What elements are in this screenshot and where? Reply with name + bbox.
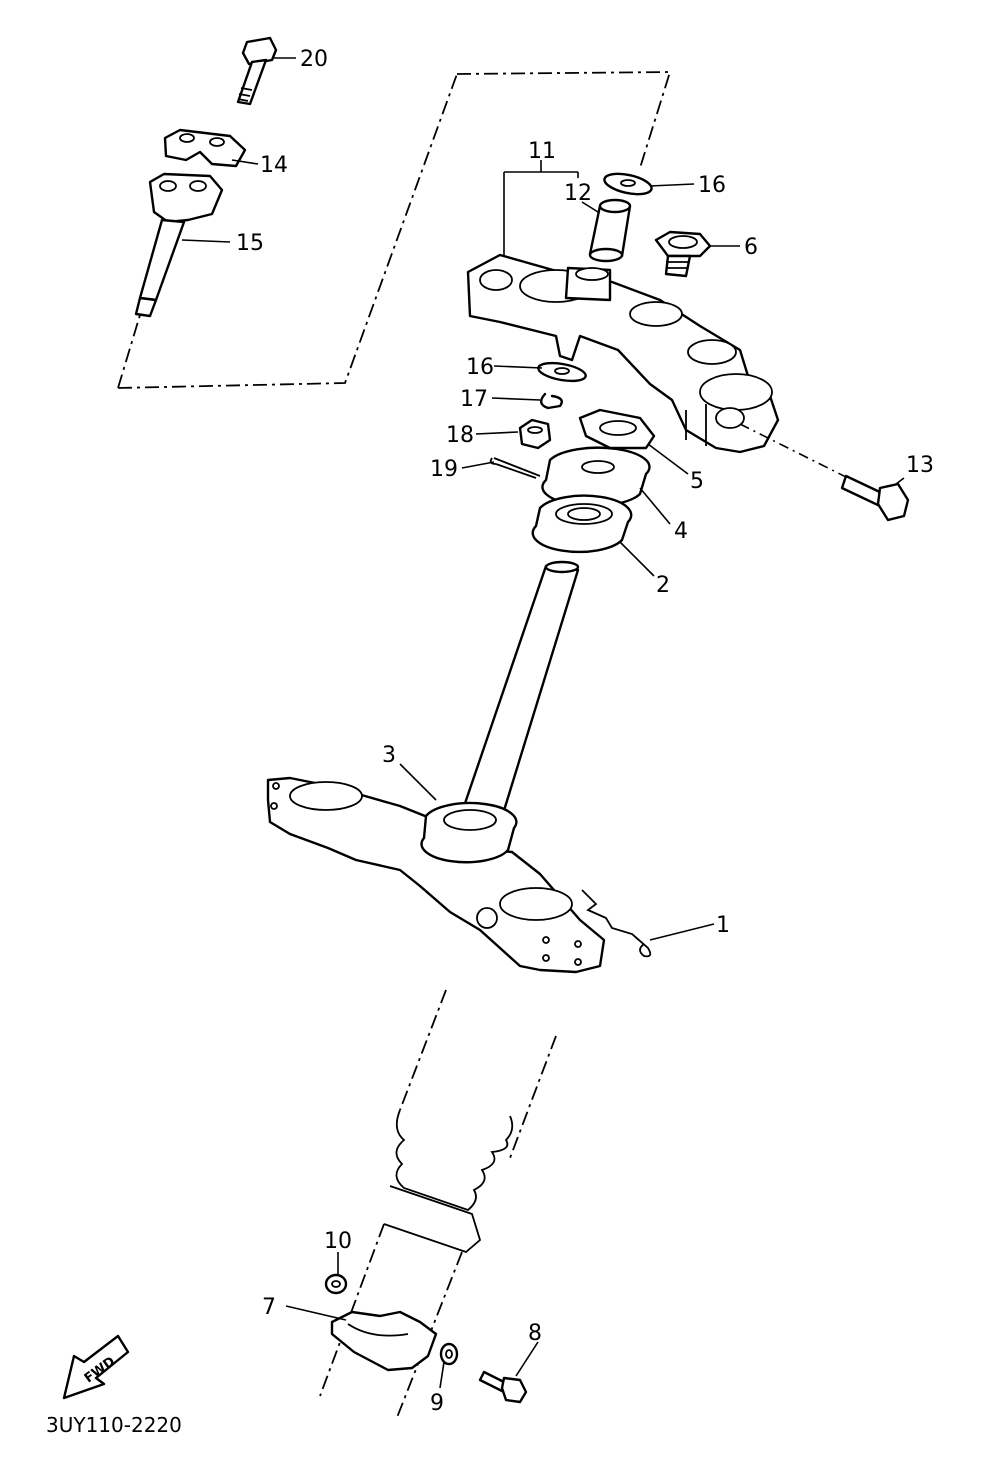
- callout-14: 14: [260, 153, 288, 178]
- part-11-upper-bracket: [466, 253, 780, 454]
- handlebar-group-outline: [117, 71, 672, 389]
- callout-4: 4: [674, 519, 688, 544]
- callout-16-lower: 16: [466, 355, 494, 380]
- part-8-bolt: [478, 1370, 528, 1404]
- part-10-nut: [324, 1273, 348, 1295]
- part-19-cotter-pin: [489, 457, 541, 479]
- callout-18: 18: [446, 423, 474, 448]
- callout-6: 6: [744, 235, 758, 260]
- part-18-nut: [518, 418, 552, 450]
- callout-7: 7: [262, 1295, 276, 1320]
- callout-11: 11: [528, 139, 556, 164]
- callout-20: 20: [300, 47, 328, 72]
- part-12-collar: [588, 198, 632, 263]
- part-16-washer-upper: [603, 172, 653, 196]
- part-15-lower-holder: [134, 172, 224, 318]
- part-17-clip: [540, 392, 563, 410]
- callout-12: 12: [564, 181, 592, 206]
- part-16-washer-lower: [537, 361, 587, 383]
- part-3-lower-bearing: [420, 801, 518, 864]
- callout-9: 9: [430, 1391, 444, 1416]
- part-2-upper-bearing: [531, 494, 633, 554]
- part-13-pinch-bolt: [739, 423, 910, 522]
- callout-2: 2: [656, 573, 670, 598]
- callout-1: 1: [716, 913, 730, 938]
- steering-stem-shaft: [458, 560, 580, 832]
- fwd-arrow: FWD: [62, 1334, 130, 1400]
- callout-5: 5: [690, 469, 704, 494]
- callout-8: 8: [528, 1321, 542, 1346]
- part-1-hose-guide: [581, 889, 652, 958]
- callout-17: 17: [460, 387, 488, 412]
- under-bracket: [266, 776, 606, 974]
- callout-13: 13: [906, 453, 934, 478]
- diagram-code: 3UY110-2220: [46, 1413, 182, 1437]
- front-fork-outline: [319, 989, 557, 1421]
- part-14-upper-holder: [163, 128, 247, 168]
- part-5-ring-nut: [578, 408, 656, 450]
- callout-3: 3: [382, 743, 396, 768]
- part-6-cap-bolt: [654, 230, 712, 278]
- callout-10: 10: [324, 1229, 352, 1254]
- callout-19: 19: [430, 457, 458, 482]
- part-9-washer: [439, 1342, 459, 1366]
- callout-16-upper: 16: [698, 173, 726, 198]
- part-4-washer: [541, 446, 651, 508]
- leader-lines: [181, 57, 905, 1389]
- part-20-bolt: [236, 36, 278, 106]
- part-7-hose-holder: [330, 1310, 438, 1372]
- callout-15: 15: [236, 231, 264, 256]
